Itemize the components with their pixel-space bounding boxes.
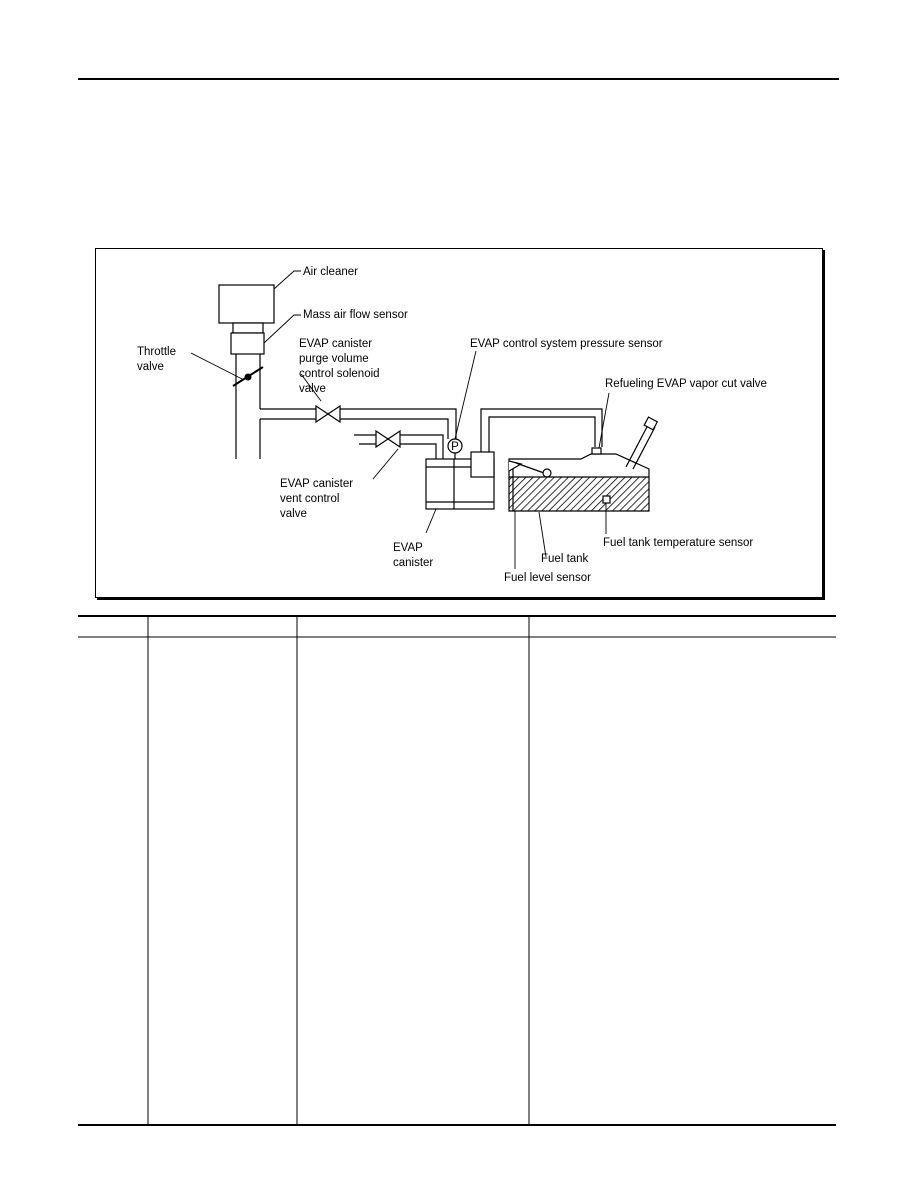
pressure-sensor-symbol: P xyxy=(451,441,459,453)
label-canister-1: EVAP xyxy=(393,542,423,554)
vent-control-valve xyxy=(375,429,401,449)
intake-duct xyxy=(235,354,261,459)
label-pressure-sensor: EVAP control system pressure sensor xyxy=(470,338,663,350)
label-purge-valve-1: EVAP canister xyxy=(299,338,372,350)
purge-line xyxy=(260,408,457,439)
fuel-tank xyxy=(508,453,650,512)
fuel-level-sensor xyxy=(508,460,552,511)
vent-line xyxy=(354,434,444,459)
fuel-tank-temp-sensor xyxy=(602,495,611,504)
label-fuel-tank: Fuel tank xyxy=(541,553,589,565)
evap-canister xyxy=(425,451,495,510)
throttle-valve xyxy=(232,366,264,387)
label-air-cleaner: Air cleaner xyxy=(303,266,358,278)
leader-lines xyxy=(190,270,610,569)
purge-control-valve xyxy=(315,404,341,424)
air-cleaner xyxy=(218,284,275,324)
header-rule xyxy=(78,78,839,80)
label-purge-valve-3: control solenoid xyxy=(299,368,380,380)
label-purge-valve-2: purge volume xyxy=(299,353,369,365)
label-fuel-tank-temp-sensor: Fuel tank temperature sensor xyxy=(603,537,753,549)
label-vent-valve-1: EVAP canister xyxy=(280,478,353,490)
evap-system-diagram: P xyxy=(95,248,823,598)
mass-air-flow-sensor xyxy=(230,332,265,355)
label-refueling-cut-valve: Refueling EVAP vapor cut valve xyxy=(605,378,767,390)
label-throttle-1: Throttle xyxy=(137,346,176,358)
label-mass-air-flow-sensor: Mass air flow sensor xyxy=(303,309,408,321)
refueling-cut-valve xyxy=(591,447,602,455)
filler-neck xyxy=(625,416,659,470)
label-canister-2: canister xyxy=(393,557,433,569)
label-vent-valve-2: vent control xyxy=(280,493,339,505)
spec-table xyxy=(78,615,836,1126)
canister-tank-line xyxy=(480,408,603,452)
pressure-sensor: P xyxy=(447,438,463,459)
label-vent-valve-3: valve xyxy=(280,508,307,520)
label-throttle-2: valve xyxy=(137,361,164,373)
label-fuel-level-sensor: Fuel level sensor xyxy=(504,572,591,584)
label-purge-valve-4: valve xyxy=(299,383,326,395)
